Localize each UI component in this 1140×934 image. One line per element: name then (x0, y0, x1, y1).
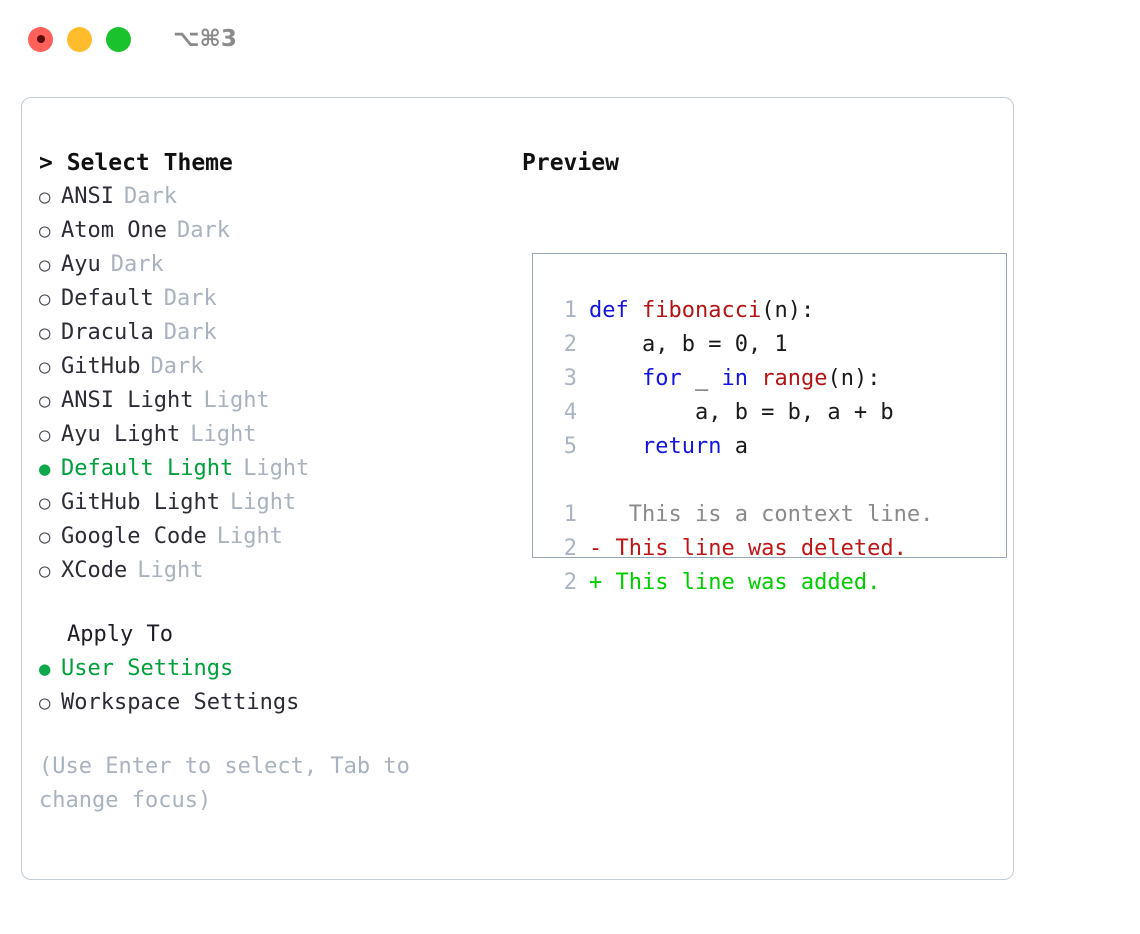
theme-option[interactable]: ○ ANSI Dark (39, 180, 499, 214)
radio-unselected-icon: ○ (39, 186, 51, 208)
theme-option-tag: Dark (163, 320, 217, 345)
theme-option-tag: Light (203, 388, 270, 413)
diff-line-text: This is a context line. (589, 502, 934, 527)
theme-option-label: GitHub (61, 354, 141, 379)
theme-option-label: Ayu Light (61, 422, 181, 447)
code-line-text: a, b = 0, 1 (589, 332, 788, 357)
diff-line: 2 - This line was deleted. (551, 532, 1006, 566)
theme-option-tag: Light (216, 524, 283, 549)
radio-unselected-icon: ○ (39, 560, 51, 582)
code-line-text: for _ in range(n): (641, 366, 881, 391)
theme-option-tag: Light (190, 422, 257, 447)
keyboard-shortcut-label: ⌥⌘3 (173, 26, 237, 52)
theme-option[interactable]: ○ GitHub Light Light (39, 486, 499, 520)
code-line-text: return a (641, 434, 748, 459)
apply-to-header: Apply To (67, 622, 173, 647)
diff-line-text: + This line was added. (589, 570, 881, 595)
minimize-window-icon[interactable] (67, 26, 92, 52)
theme-option-tag: Light (137, 558, 204, 583)
diff-sample: 1 This is a context line. 2 - This line wa… (551, 498, 1006, 600)
theme-option[interactable]: ○ Atom One Dark (39, 214, 499, 248)
code-line-number: 3 (563, 366, 577, 391)
radio-selected-icon: ● (39, 658, 51, 680)
maximize-window-icon[interactable] (106, 26, 131, 52)
close-window-icon[interactable] (28, 26, 53, 52)
apply-to-list[interactable]: ● User Settings ○ Workspace Settings (39, 652, 499, 720)
diff-line-number: 1 (563, 502, 577, 527)
radio-selected-icon: ● (39, 458, 51, 480)
theme-option[interactable]: ● Default Light Light (39, 452, 499, 486)
theme-option-label: Default (61, 286, 154, 311)
diff-line: 2 + This line was added. (551, 566, 1006, 600)
theme-option-label: ANSI (61, 184, 114, 209)
code-line-number: 1 (563, 298, 577, 323)
theme-option[interactable]: ○ ANSI Light Light (39, 384, 499, 418)
apply-to-option[interactable]: ● User Settings (39, 652, 499, 686)
theme-option[interactable]: ○ Ayu Dark (39, 248, 499, 282)
code-line: 3 for _ in range(n): (551, 362, 1006, 396)
window-controls (28, 26, 131, 52)
radio-unselected-icon: ○ (39, 390, 51, 412)
theme-option-label: GitHub Light (61, 490, 220, 515)
theme-option-tag: Light (243, 456, 310, 481)
diff-line-number: 2 (563, 570, 577, 595)
theme-option-label: Google Code (61, 524, 207, 549)
radio-unselected-icon: ○ (39, 424, 51, 446)
code-line-number: 5 (563, 434, 577, 459)
theme-option[interactable]: ○ Default Dark (39, 282, 499, 316)
apply-to-option[interactable]: ○ Workspace Settings (39, 686, 499, 720)
theme-option-tag: Dark (163, 286, 217, 311)
diff-line-number: 2 (563, 536, 577, 561)
code-line: 4 a, b = b, a + b (551, 396, 1006, 430)
title-bar: ⌥⌘3 (0, 0, 1140, 78)
code-line-number: 4 (563, 400, 577, 425)
theme-option-label: ANSI Light (61, 388, 194, 413)
theme-option-label: Default Light (61, 456, 234, 481)
apply-to-option-label: User Settings (61, 656, 234, 681)
theme-option-label: XCode (61, 558, 128, 583)
radio-unselected-icon: ○ (39, 492, 51, 514)
code-line: 1 def fibonacci(n): (551, 294, 1006, 328)
code-line-text: def fibonacci(n): (589, 298, 815, 323)
theme-option-tag: Dark (150, 354, 204, 379)
keyboard-hint-text: (Use Enter to select, Tab to change focu… (39, 754, 424, 813)
theme-option-tag: Dark (123, 184, 177, 209)
radio-unselected-icon: ○ (39, 288, 51, 310)
diff-line-text: - This line was deleted. (589, 536, 907, 561)
select-theme-header: > Select Theme (39, 150, 233, 176)
theme-option-tag: Dark (176, 218, 230, 243)
code-line: 2 a, b = 0, 1 (551, 328, 1006, 362)
preview-header: Preview (522, 150, 619, 176)
code-line-number: 2 (563, 332, 577, 357)
theme-option-label: Dracula (61, 320, 154, 345)
radio-unselected-icon: ○ (39, 220, 51, 242)
diff-line: 1 This is a context line. (551, 498, 1006, 532)
apply-to-option-label: Workspace Settings (61, 690, 300, 715)
theme-option[interactable]: ○ Google Code Light (39, 520, 499, 554)
radio-unselected-icon: ○ (39, 692, 51, 714)
radio-unselected-icon: ○ (39, 356, 51, 378)
theme-option-tag: Light (229, 490, 297, 515)
theme-option-tag: Dark (110, 252, 164, 277)
theme-option[interactable]: ○ XCode Light (39, 554, 499, 588)
radio-unselected-icon: ○ (39, 322, 51, 344)
theme-option[interactable]: ○ GitHub Dark (39, 350, 499, 384)
radio-unselected-icon: ○ (39, 526, 51, 548)
theme-option-label: Atom One (61, 218, 167, 243)
theme-option[interactable]: ○ Dracula Dark (39, 316, 499, 350)
code-line: 5 return a (551, 430, 1006, 464)
radio-unselected-icon: ○ (39, 254, 51, 276)
theme-option[interactable]: ○ Ayu Light Light (39, 418, 499, 452)
theme-option-label: Ayu (61, 252, 101, 277)
code-line-text: a, b = b, a + b (589, 400, 894, 425)
